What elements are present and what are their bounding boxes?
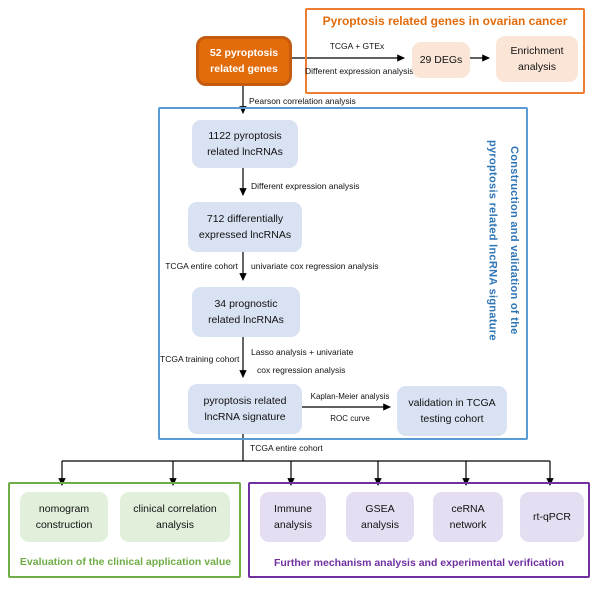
top-panel: Pyroptosis related genes in ovarian canc… <box>305 8 585 94</box>
validation-box: validation in TCGA testing cohort <box>397 386 507 436</box>
main-panel: Construction and validation of the pyrop… <box>158 107 528 440</box>
entire-cohort-label-bottom: TCGA entire cohort <box>250 443 323 453</box>
diff-expression-label-main: Different expression analysis <box>251 181 360 191</box>
lncrna-1122-box: 1122 pyroptosis related lncRNAs <box>192 120 298 168</box>
univariate-cox-label: univariate cox regression analysis <box>251 261 379 271</box>
cerna-network-box: ceRNA network <box>433 492 503 542</box>
signature-box: pyroptosis related lncRNA signature <box>188 384 302 434</box>
gsea-analysis-box: GSEA analysis <box>346 492 414 542</box>
pearson-label: Pearson correlation analysis <box>249 96 356 106</box>
lasso-label-line1: Lasso analysis + univariate <box>251 347 354 357</box>
green-panel: nomogram construction clinical correlati… <box>8 482 241 578</box>
roc-curve-label: ROC curve <box>330 414 370 423</box>
kaplan-meier-label: Kaplan-Meier analysis <box>310 392 390 401</box>
source-genes-node: 52 pyroptosis related genes <box>196 36 292 86</box>
entire-cohort-label-main: TCGA entire cohort <box>165 261 238 271</box>
clinical-correlation-box: clinical correlation analysis <box>120 492 230 542</box>
diff-expression-label-top: Different expression analysis <box>305 66 414 76</box>
tcga-gtex-label: TCGA + GTEx <box>329 41 385 51</box>
training-cohort-label: TCGA training cohort <box>160 354 240 364</box>
degs-box: 29 DEGs <box>412 42 470 78</box>
diff-712-box: 712 differentially expressed lncRNAs <box>188 202 302 252</box>
enrichment-box: Enrichment analysis <box>496 36 578 82</box>
immune-analysis-box: Immune analysis <box>260 492 326 542</box>
main-panel-title: Construction and validation of the pyrop… <box>486 139 520 341</box>
prognostic-34-box: 34 prognostic related lncRNAs <box>192 287 300 337</box>
purple-panel: Immune analysis GSEA analysis ceRNA netw… <box>248 482 590 578</box>
nomogram-box: nomogram construction <box>20 492 108 542</box>
top-panel-title: Pyroptosis related genes in ovarian canc… <box>322 14 568 28</box>
green-panel-title: Evaluation of the clinical application v… <box>19 556 232 568</box>
lasso-label-line2: cox regression analysis <box>257 365 346 375</box>
purple-panel-title: Further mechanism analysis and experimen… <box>273 557 565 569</box>
rtqpcr-box: rt-qPCR <box>520 492 584 542</box>
